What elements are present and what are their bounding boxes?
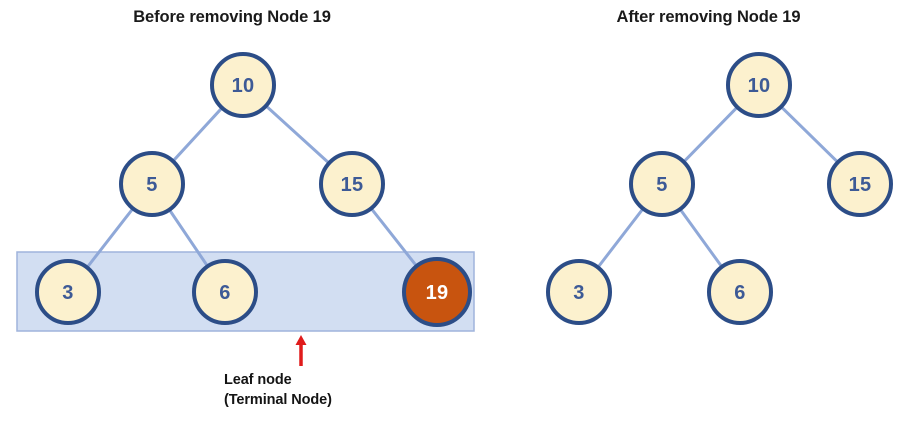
tree-node-3[interactable]: 3: [546, 259, 612, 325]
node-circle-10: [726, 52, 792, 118]
node-circle-15: [319, 151, 385, 217]
arrow-head-icon: [295, 335, 307, 345]
node-label-10: 10: [748, 75, 771, 97]
tree-edge-5-to-6: [679, 208, 723, 268]
node-label-3: 3: [573, 282, 584, 304]
node-circle-6: [192, 259, 258, 325]
tree-node-15[interactable]: 15: [827, 151, 893, 217]
before-tree-diagram: 10 5 15 3 6 19: [16, 52, 475, 366]
callout-line-1: Leaf node: [224, 372, 292, 388]
node-circle-3: [546, 259, 612, 325]
leaf-node-callout-arrow: [295, 335, 307, 366]
tree-edge-5-to-3: [86, 207, 134, 269]
tree-edge-5-to-3: [596, 207, 645, 269]
node-label-5: 5: [656, 174, 667, 196]
node-label-15: 15: [341, 174, 364, 196]
node-circle-10: [210, 52, 276, 118]
node-label-6: 6: [219, 282, 230, 304]
before-panel-title: Before removing Node 19: [133, 8, 331, 26]
node-label-6: 6: [734, 282, 745, 304]
tree-edge-10-to-15: [780, 105, 839, 164]
node-circle-19: [402, 257, 472, 327]
tree-node-10[interactable]: 10: [210, 52, 276, 118]
node-label-3: 3: [62, 282, 73, 304]
tree-node-3[interactable]: 3: [35, 259, 101, 325]
after-removal-panel: After removing Node 19 10 5 15 3 6: [490, 0, 915, 424]
tree-edge-10-to-5: [172, 107, 223, 162]
after-tree-diagram: 10 5 15 3 6: [546, 52, 893, 325]
after-panel-title: After removing Node 19: [616, 8, 801, 26]
tree-node-19[interactable]: 19: [402, 257, 472, 327]
node-label-5: 5: [146, 174, 157, 196]
node-circle-5: [629, 151, 695, 217]
node-label-19: 19: [426, 282, 449, 304]
tree-node-5[interactable]: 5: [629, 151, 695, 217]
tree-edge-10-to-15: [265, 105, 330, 164]
node-circle-3: [35, 259, 101, 325]
tree-node-10[interactable]: 10: [726, 52, 792, 118]
tree-edge-10-to-5: [682, 106, 739, 163]
leaf-node-callout-text: Leaf node (Terminal Node): [224, 370, 332, 410]
tree-node-5[interactable]: 5: [119, 151, 185, 217]
before-removal-panel: Before removing Node 19 10 5 15 3 6 19 Leaf n…: [16, 8, 475, 410]
tree-node-6[interactable]: 6: [707, 259, 773, 325]
node-circle-15: [827, 151, 893, 217]
callout-line-2: (Terminal Node): [224, 392, 332, 408]
tree-edge-15-to-19: [370, 207, 418, 267]
node-circle-6: [707, 259, 773, 325]
node-circle-5: [119, 151, 185, 217]
tree-node-6[interactable]: 6: [192, 259, 258, 325]
node-label-10: 10: [232, 75, 255, 97]
tree-node-15[interactable]: 15: [319, 151, 385, 217]
tree-edge-5-to-6: [168, 209, 209, 267]
node-label-15: 15: [849, 174, 872, 196]
